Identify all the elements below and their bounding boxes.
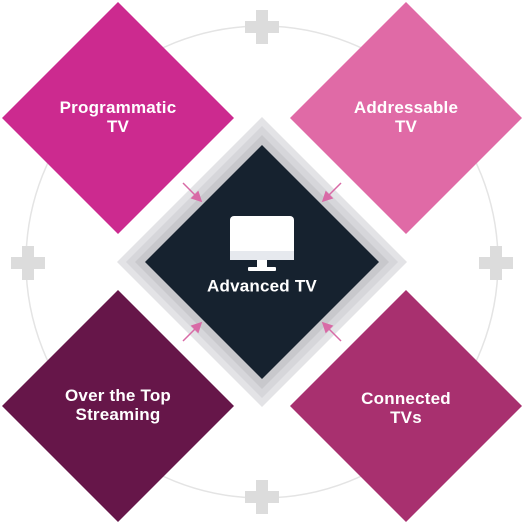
over-the-top-label-line2: Streaming: [75, 405, 161, 424]
programmatic-tv-label-line2: TV: [106, 117, 130, 136]
addressable-tv-label-line1: Addressable: [353, 98, 459, 117]
plus-icon: [11, 246, 45, 280]
plus-icon: [245, 10, 279, 44]
plus-icon: [245, 480, 279, 514]
arrow-icon: [321, 321, 342, 342]
arrow-icon: [182, 182, 203, 203]
connected-tvs-node: [290, 290, 522, 522]
advanced-tv-label-text: Advanced TV: [207, 276, 317, 296]
programmatic-tv-label-line1: Programmatic: [59, 98, 177, 117]
plus-icon: [479, 246, 513, 280]
addressable-tv-label: Addressable TV: [354, 98, 458, 136]
over-the-top-label-line1: Over the Top: [65, 386, 171, 405]
programmatic-tv-node: [2, 2, 234, 234]
over-the-top-streaming-label: Over the Top Streaming: [65, 386, 171, 424]
programmatic-tv-label: Programmatic TV: [60, 98, 177, 136]
connected-tvs-label-line1: Connected: [361, 389, 451, 408]
over-the-top-streaming-node: [2, 290, 234, 522]
advanced-tv-label: Advanced TV: [207, 277, 317, 296]
addressable-tv-node: [290, 2, 522, 234]
arrow-icon: [182, 321, 203, 342]
connected-tvs-label-line2: TVs: [390, 408, 422, 427]
tv-monitor-icon: [230, 216, 294, 271]
addressable-tv-label-line2: TV: [394, 117, 418, 136]
arrow-icon: [321, 182, 342, 203]
connected-tvs-label: Connected TVs: [361, 389, 451, 427]
